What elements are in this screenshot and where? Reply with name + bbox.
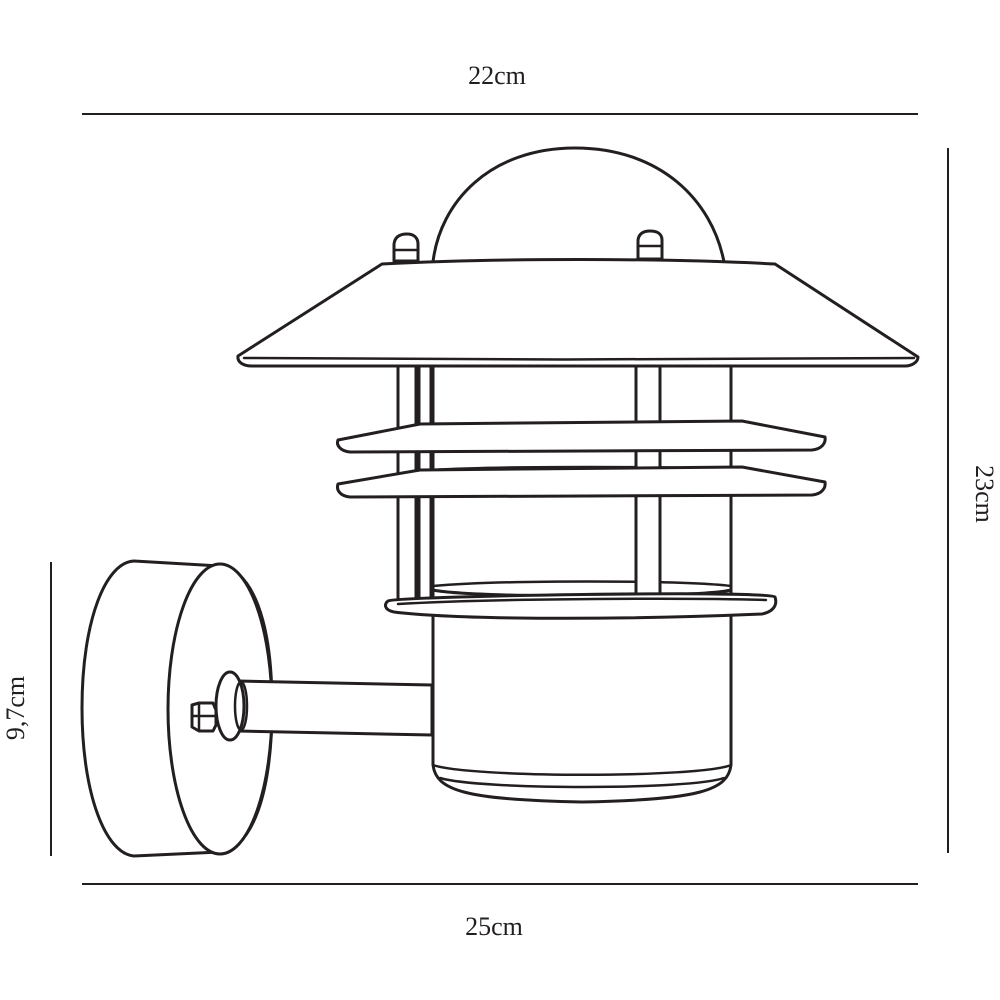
louvre-lower xyxy=(336,465,827,499)
bottom-width-label: 25cm xyxy=(465,912,523,941)
lamp-roof xyxy=(236,258,920,368)
dimension-left: 9,7cm xyxy=(1,562,52,856)
dimension-top: 22cm xyxy=(82,61,918,115)
collar-ring xyxy=(384,592,778,620)
top-width-label: 22cm xyxy=(468,61,526,90)
dimension-right: 23cm xyxy=(947,148,999,853)
lamp-dome xyxy=(431,146,726,264)
lamp-lower-body xyxy=(431,610,733,804)
lamp-arm xyxy=(190,670,434,742)
wall-lamp-illustration xyxy=(80,146,920,858)
left-height-label: 9,7cm xyxy=(1,676,30,740)
right-height-label: 23cm xyxy=(970,465,999,523)
louvre-upper xyxy=(336,419,827,454)
roof-screws xyxy=(392,229,664,263)
dimension-bottom: 25cm xyxy=(82,883,918,941)
